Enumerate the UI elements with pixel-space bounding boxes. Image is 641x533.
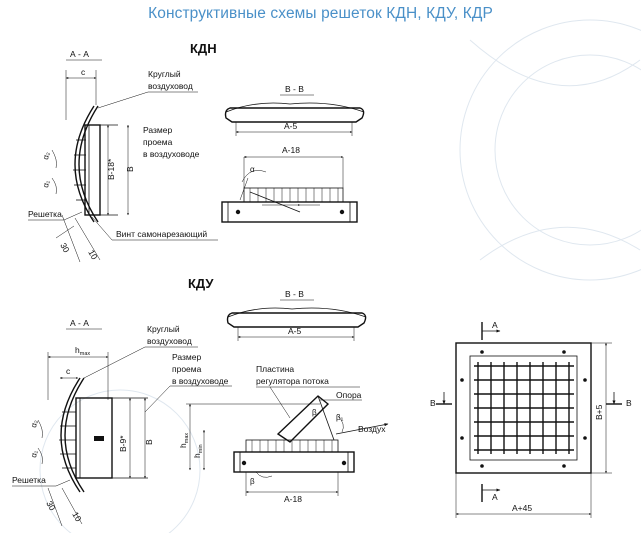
kdu-plate-label-2: регулятора потока — [256, 376, 329, 386]
kdn-dim-c: c — [81, 67, 86, 77]
kdn-duct-label-2: воздуховод — [148, 81, 193, 91]
kdn-grille-label: Решетка — [28, 209, 62, 219]
kdn-dim-b: В — [125, 166, 135, 172]
kdn-angle-b: α — [250, 165, 255, 174]
kdn-angle-a2: α₂ — [41, 151, 51, 160]
kdu-opening-label-1: Размер — [172, 352, 201, 362]
kdu-plate-label-1: Пластина — [256, 364, 294, 374]
kdn-angle-a1: α₁ — [41, 179, 51, 188]
kdn-opening-label-2: проема — [143, 137, 173, 147]
kdn-section-aa: А - А c В-18* В α — [28, 49, 218, 263]
kdu-section-bb: В - В А-5 Пластина регулятора потока Опо… — [178, 289, 389, 504]
kdn-duct-label-1: Круглый — [148, 69, 181, 79]
kdn-heading: КДН — [190, 41, 217, 56]
kdu-dim-b: В — [144, 439, 154, 445]
kdu-angle-beta1: β₁ — [336, 413, 344, 422]
kdn-dim-a18: А-18 — [282, 145, 300, 155]
page-title: Конструктивные схемы решеток КДН, КДУ, К… — [148, 5, 493, 22]
kdu-duct-label-1: Круглый — [147, 324, 180, 334]
kdu-opening-label-3: в воздуховоде — [172, 376, 229, 386]
kdr-dim-a45: А+45 — [512, 503, 532, 513]
kdr-dim-b5: В+5 — [594, 404, 604, 420]
kdu-angle-beta: β — [312, 408, 317, 417]
kdn-screw-label: Винт самонарезающий — [116, 229, 207, 239]
kdu-dim-hmin: hmin — [192, 444, 204, 458]
kdn-dim-b18: В-18* — [106, 158, 116, 180]
kdn-bb-label: В - В — [285, 84, 304, 94]
kdu-support-label: Опора — [336, 390, 362, 400]
kdu-dim-hmax: hmax — [75, 345, 90, 357]
kdu-dim-a5: А-5 — [288, 326, 302, 336]
kdu-heading: КДУ — [188, 276, 214, 291]
kdr-section-a-bottom: А — [492, 492, 498, 502]
kdu-dim-hmax-vert: hmax — [178, 433, 190, 448]
kdu-angle-beta-lower: β — [250, 477, 255, 486]
kdr-section-b-left: В — [430, 398, 436, 408]
kdu-dim-c: c — [66, 366, 71, 376]
kdn-section-bb: В - В А-5 А-18 — [221, 84, 365, 223]
background-watermark — [39, 19, 641, 533]
kdu-dim-30: 30 — [44, 499, 58, 512]
kdn-dim-a5: А-5 — [284, 121, 298, 131]
kdn-section: КДН А - А c В-18* — [28, 41, 365, 263]
kdu-dim-10: 10 — [70, 510, 84, 523]
kdu-angle-a1: α₁ — [29, 449, 39, 458]
kdu-opening-label-2: проема — [172, 364, 202, 374]
kdr-front-view: А А В В — [430, 320, 632, 518]
kdn-dim-30: 30 — [58, 241, 72, 254]
kdu-section-aa: А - А hmax c В-9* В — [12, 318, 232, 527]
kdu-air-label: Воздух — [358, 424, 386, 434]
kdn-aa-label: А - А — [70, 49, 89, 59]
kdu-section: КДУ А - А hmax c В-9* — [12, 276, 389, 527]
kdu-dim-a18: А-18 — [284, 494, 302, 504]
kdn-opening-label-3: в воздуховоде — [143, 149, 200, 159]
kdu-duct-label-2: воздуховод — [147, 336, 192, 346]
kdr-section-b-right: В — [626, 398, 632, 408]
kdn-dim-10: 10 — [86, 248, 100, 261]
kdu-grille-label: Решетка — [12, 475, 46, 485]
kdu-bb-label: В - В — [285, 289, 304, 299]
kdn-opening-label-1: Размер — [143, 125, 172, 135]
kdu-aa-label: А - А — [70, 318, 89, 328]
kdu-dim-b9: В-9* — [118, 435, 128, 452]
kdr-section-a-top: А — [492, 320, 498, 330]
kdu-angle-a2: α₂ — [29, 419, 39, 428]
